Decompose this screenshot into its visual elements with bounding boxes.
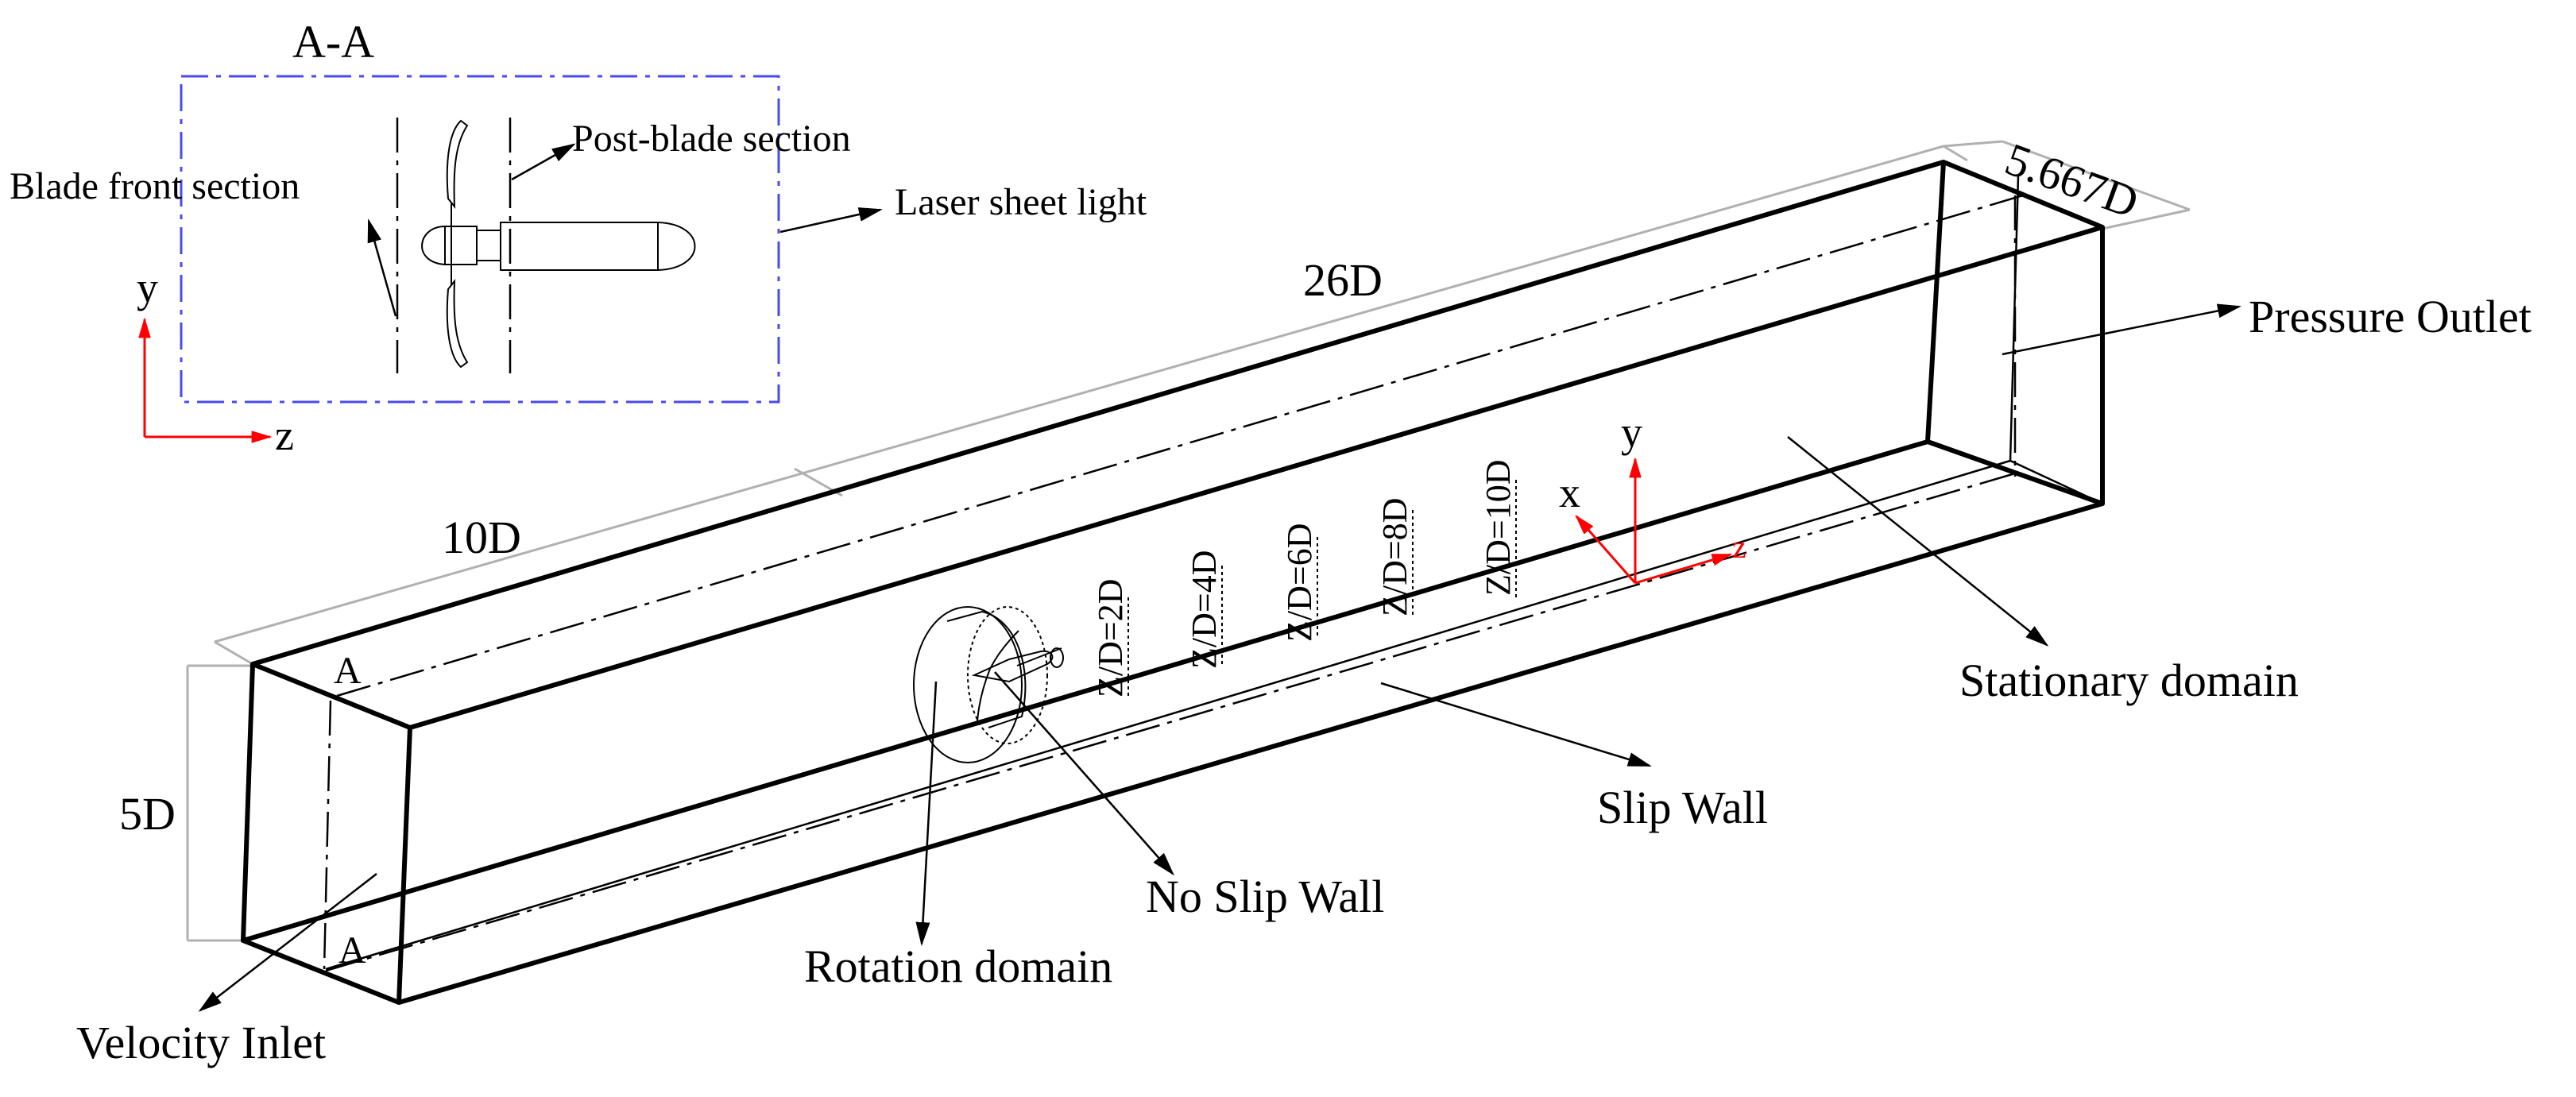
- domain-box: A A: [241, 160, 2105, 1005]
- z-axis-label: z: [1732, 529, 1746, 565]
- station-2d: Z/D=2D: [1091, 579, 1130, 699]
- no-slip-wall-label: No Slip Wall: [1146, 871, 1384, 922]
- laser-sheet-leader: [779, 207, 883, 234]
- section-marker-bottom: A: [338, 929, 366, 971]
- section-title: A-A: [292, 16, 374, 68]
- station-8d-label: Z/D=8D: [1375, 498, 1414, 616]
- no-slip-wall-leader: [994, 671, 1174, 876]
- rotation-cylinder-front: [913, 606, 1023, 763]
- height-dimension-label: 5D: [119, 788, 176, 840]
- inset-axes: y z: [137, 264, 294, 459]
- rotation-domain: [913, 606, 1064, 763]
- inlet-center-line: [323, 700, 332, 970]
- coordinate-axes: y x z: [1559, 408, 1746, 585]
- length-dimension-line: [214, 145, 1944, 643]
- blade-front-leader: [367, 218, 397, 317]
- y-axis-label: y: [1621, 408, 1642, 456]
- width-dimension-line: [2002, 140, 2191, 211]
- x-axis-arrow: [1575, 515, 1637, 584]
- stationary-domain-label: Stationary domain: [1959, 655, 2299, 706]
- station-4d-label: Z/D=4D: [1185, 550, 1224, 669]
- stations: Z/D=2D Z/D=4D Z/D=6D Z/D=8D Z/D=10D: [1091, 460, 1518, 699]
- velocity-inlet-label: Velocity Inlet: [76, 1017, 326, 1068]
- front-bottom-edge: [398, 501, 2103, 1005]
- section-marker-top: A: [334, 650, 362, 692]
- turbine-icon: [971, 630, 1064, 722]
- z-axis-arrow: [1634, 553, 1733, 585]
- bottom-center-line: [325, 472, 2016, 972]
- section-view-inset: A-A Blade front section Post-blade secti…: [10, 16, 1147, 459]
- post-blade-section-label: Post-blade section: [572, 118, 851, 160]
- station-8d: Z/D=8D: [1375, 498, 1414, 616]
- top-center-line: [336, 194, 2024, 697]
- back-bottom-edge: [242, 439, 1928, 943]
- boundary-labels: Pressure Outlet Stationary domain Slip W…: [76, 291, 2532, 1068]
- pressure-outlet-label: Pressure Outlet: [2249, 291, 2532, 342]
- station-6d: Z/D=6D: [1280, 523, 1319, 642]
- post-blade-leader: [511, 143, 576, 181]
- length-dimension-label: 26D: [1303, 254, 1383, 306]
- velocity-inlet-leader: [198, 873, 377, 1012]
- propeller-icon: [421, 119, 696, 369]
- station-4d: Z/D=4D: [1185, 550, 1224, 669]
- slip-wall-label: Slip Wall: [1597, 782, 1768, 833]
- x-axis-label: x: [1559, 469, 1580, 516]
- outlet-face: [1925, 161, 2105, 506]
- blade-front-section-label: Blade front section: [10, 165, 300, 207]
- laser-sheet-border: [180, 75, 780, 404]
- upstream-dimension-label: 10D: [442, 512, 521, 563]
- rotation-domain-leader: [915, 681, 938, 946]
- station-10d: Z/D=10D: [1479, 460, 1518, 597]
- inset-z-label: z: [275, 411, 294, 459]
- laser-sheet-label: Laser sheet light: [895, 181, 1147, 223]
- station-2d-label: Z/D=2D: [1091, 579, 1130, 697]
- stationary-domain-leader: [1787, 436, 2049, 647]
- inset-y-label: y: [137, 264, 158, 311]
- rotation-domain-label: Rotation domain: [804, 941, 1112, 992]
- station-6d-label: Z/D=6D: [1280, 523, 1319, 642]
- pressure-outlet-leader: [2002, 303, 2241, 356]
- station-10d-label: Z/D=10D: [1479, 460, 1518, 596]
- top-face: [252, 160, 2105, 730]
- slip-wall-leader: [1380, 682, 1652, 767]
- dimension-lines: 26D 5.667D 10D 5D: [119, 133, 2191, 942]
